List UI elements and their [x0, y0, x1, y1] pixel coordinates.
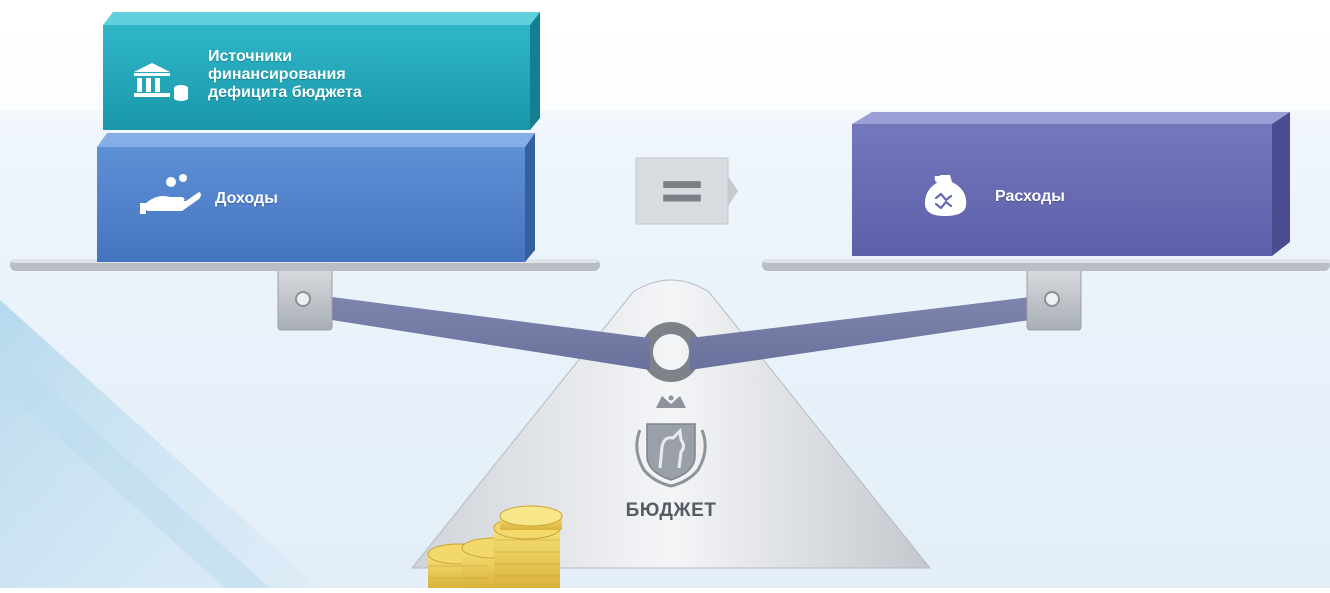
hand-coins-icon	[140, 174, 201, 214]
budget-label: БЮДЖЕТ	[625, 500, 717, 521]
coin-stack-icon	[427, 505, 563, 588]
hanger-left	[277, 267, 333, 331]
expenses-label: Расходы	[995, 188, 1065, 205]
equals-box	[635, 157, 738, 225]
money-bag-icon	[924, 175, 967, 216]
equals-sign: =	[657, 155, 707, 225]
background-stripe	[0, 300, 320, 588]
bank-coins-icon	[134, 63, 188, 101]
sources-label: Источники финансирования дефицита бюджет…	[208, 48, 362, 101]
income-label: Доходы	[215, 190, 278, 207]
coat-of-arms-icon	[635, 395, 707, 488]
sources-box	[103, 12, 540, 130]
beam-right	[690, 297, 1030, 370]
hanger-right	[1026, 267, 1082, 331]
beam-left	[332, 297, 650, 370]
background-stripe-inner	[0, 345, 270, 588]
expenses-box	[852, 112, 1290, 256]
